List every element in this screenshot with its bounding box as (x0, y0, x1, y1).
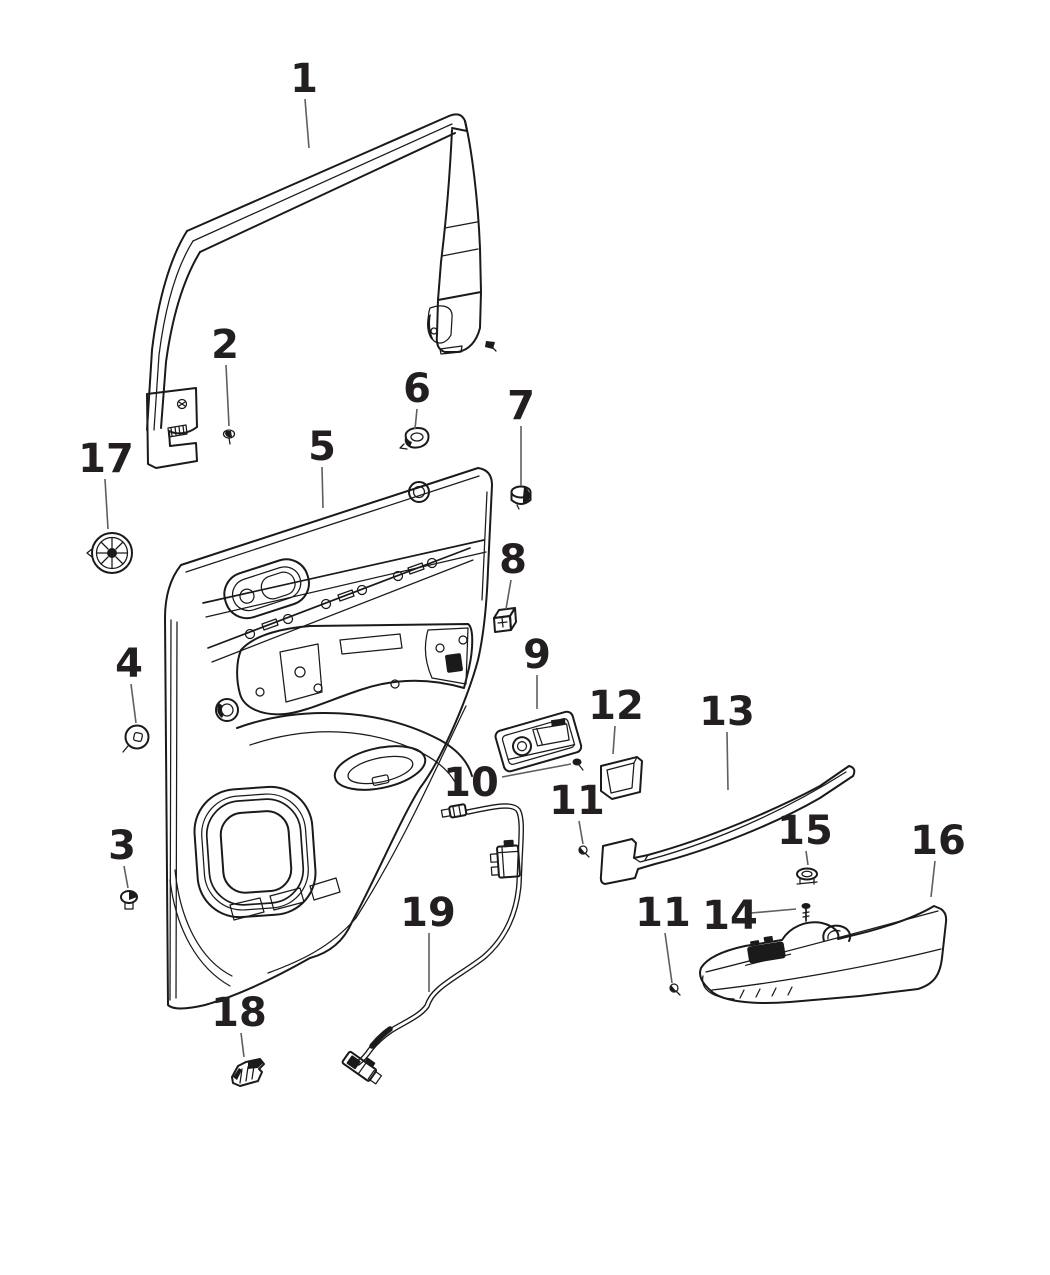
callout-5: 5 (308, 424, 336, 509)
speaker-grille-icon (86, 532, 133, 574)
cube-nut-icon (493, 607, 517, 633)
armrest-icon (699, 905, 948, 1004)
callout-number-9: 9 (523, 632, 551, 678)
callout-number-11: 11 (635, 890, 691, 936)
callout-9: 9 (523, 632, 551, 709)
callout-number-8: 8 (499, 537, 527, 583)
pin-clip-icon (796, 867, 818, 885)
window-frame-trim-icon (146, 113, 497, 469)
leader-line (123, 865, 129, 889)
callout-17: 17 (78, 436, 134, 530)
handle-screw-icon (572, 758, 584, 771)
callout-14: 14 (702, 893, 797, 939)
screw-icon (578, 845, 590, 858)
callout-1: 1 (290, 56, 318, 149)
callout-6: 6 (403, 366, 431, 430)
callout-11-10: 11 (549, 778, 605, 845)
leader-line (225, 364, 230, 427)
leader-line (612, 725, 616, 755)
leader-line (726, 731, 729, 791)
leader-line (240, 1032, 245, 1058)
inside-handle-icon (494, 710, 583, 773)
leader-line (501, 763, 572, 778)
callout-18: 18 (211, 990, 267, 1058)
callout-15: 15 (777, 808, 833, 866)
leader-line (805, 850, 809, 866)
callout-number-13: 13 (699, 689, 755, 735)
callout-7: 7 (507, 383, 535, 486)
callout-number-19: 19 (400, 890, 456, 936)
leader-line (321, 466, 324, 509)
callout-number-6: 6 (403, 366, 431, 412)
callout-19: 19 (400, 890, 456, 992)
leader-line (750, 908, 797, 914)
pull-cup-cover-icon (600, 756, 643, 800)
retainer-bracket-icon (231, 1058, 265, 1087)
callout-number-7: 7 (507, 383, 535, 429)
callout-13: 13 (699, 689, 755, 791)
callout-number-17: 17 (78, 436, 134, 482)
callout-2: 2 (211, 322, 239, 427)
callout-number-10: 10 (443, 760, 499, 806)
leader-line (104, 478, 109, 530)
callout-4: 4 (115, 641, 143, 724)
callout-number-4: 4 (115, 641, 143, 687)
grommet-icon (122, 724, 150, 753)
callout-16: 16 (910, 818, 966, 898)
callout-number-16: 16 (910, 818, 966, 864)
clip-icon (399, 427, 430, 450)
leader-line (130, 683, 137, 724)
callout-3: 3 (108, 823, 136, 889)
callout-number-1: 1 (290, 56, 318, 102)
callout-number-3: 3 (108, 823, 136, 869)
callout-number-12: 12 (588, 683, 644, 729)
leader-line (505, 579, 512, 610)
callout-number-15: 15 (777, 808, 833, 854)
callout-number-2: 2 (211, 322, 239, 368)
screw-icon (669, 983, 681, 996)
callout-8: 8 (499, 537, 527, 610)
callout-number-18: 18 (211, 990, 267, 1036)
retainer-clip-icon (120, 890, 138, 910)
armrest-screw-icon (801, 903, 811, 922)
callout-10: 10 (443, 760, 572, 806)
trim-molding-icon (599, 765, 856, 885)
leader-line (664, 932, 673, 984)
callout-number-5: 5 (308, 424, 336, 470)
leader-line (578, 820, 584, 845)
callout-number-11: 11 (549, 778, 605, 824)
door-trim-panel-icon (164, 467, 493, 1010)
callout-number-14: 14 (702, 893, 758, 939)
callout-12: 12 (588, 683, 644, 755)
push-screw-icon (222, 429, 236, 445)
push-nut-icon (510, 485, 532, 510)
release-cable-icon (341, 803, 524, 1085)
leader-line (930, 860, 936, 898)
callout-11-19: 11 (635, 890, 691, 984)
leader-line (414, 408, 418, 430)
leader-line (304, 98, 310, 149)
